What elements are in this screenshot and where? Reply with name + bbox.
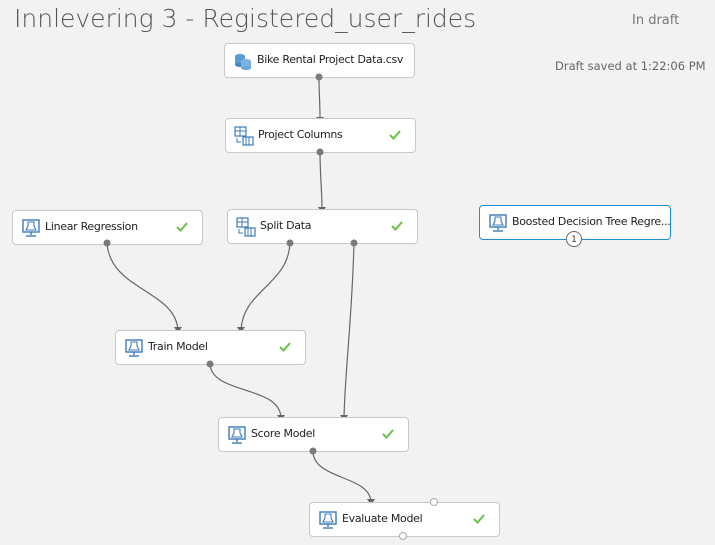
module-label: Project Columns bbox=[258, 128, 343, 141]
module-label: Evaluate Model bbox=[342, 512, 423, 525]
output-port[interactable] bbox=[206, 360, 214, 368]
edge-score-to-evaluate bbox=[312, 450, 372, 503]
experiment-title[interactable]: Innlevering 3 - Registered_user_rides bbox=[14, 4, 477, 33]
model-icon bbox=[228, 426, 246, 444]
model-icon bbox=[125, 339, 143, 357]
dataset-icon bbox=[235, 54, 251, 70]
module-label: Split Data bbox=[260, 219, 312, 232]
table-transform-icon bbox=[236, 217, 256, 237]
output-port[interactable] bbox=[103, 239, 111, 247]
module-label: Boosted Decision Tree Regre... bbox=[512, 215, 671, 228]
draft-saved-text: Draft saved at 1:22:06 PM bbox=[555, 59, 706, 73]
output-port[interactable] bbox=[316, 148, 324, 156]
module-label: Train Model bbox=[148, 340, 208, 353]
output-port-right[interactable] bbox=[350, 239, 358, 247]
module-split-data[interactable]: Split Data bbox=[227, 209, 418, 244]
check-icon bbox=[279, 342, 291, 352]
edge-split-to-train bbox=[240, 242, 291, 331]
model-icon bbox=[319, 511, 337, 529]
module-bike-rental-data[interactable]: Bike Rental Project Data.csv bbox=[224, 43, 415, 78]
input-port-empty[interactable] bbox=[430, 498, 438, 506]
edge-project-to-split bbox=[319, 151, 323, 211]
check-icon bbox=[176, 222, 188, 232]
output-port-left[interactable] bbox=[286, 239, 294, 247]
model-icon bbox=[489, 214, 507, 232]
output-port[interactable] bbox=[309, 447, 317, 455]
check-icon bbox=[389, 130, 401, 140]
check-icon bbox=[382, 429, 394, 439]
edge-train-to-score bbox=[209, 363, 282, 419]
check-icon bbox=[391, 221, 403, 231]
output-port-empty[interactable] bbox=[399, 532, 407, 540]
edge-linear-to-train bbox=[106, 242, 179, 331]
output-port[interactable] bbox=[315, 73, 323, 81]
edge-data-to-project bbox=[318, 76, 321, 121]
module-label: Bike Rental Project Data.csv bbox=[257, 53, 404, 66]
table-transform-icon bbox=[234, 126, 254, 146]
module-label: Score Model bbox=[251, 427, 316, 440]
draft-status: In draft bbox=[632, 13, 680, 28]
output-port-badge[interactable]: 1 bbox=[566, 231, 582, 247]
check-icon bbox=[473, 514, 485, 524]
module-label: Linear Regression bbox=[45, 220, 138, 233]
edge-split-to-score bbox=[343, 242, 355, 419]
model-icon bbox=[22, 219, 40, 237]
